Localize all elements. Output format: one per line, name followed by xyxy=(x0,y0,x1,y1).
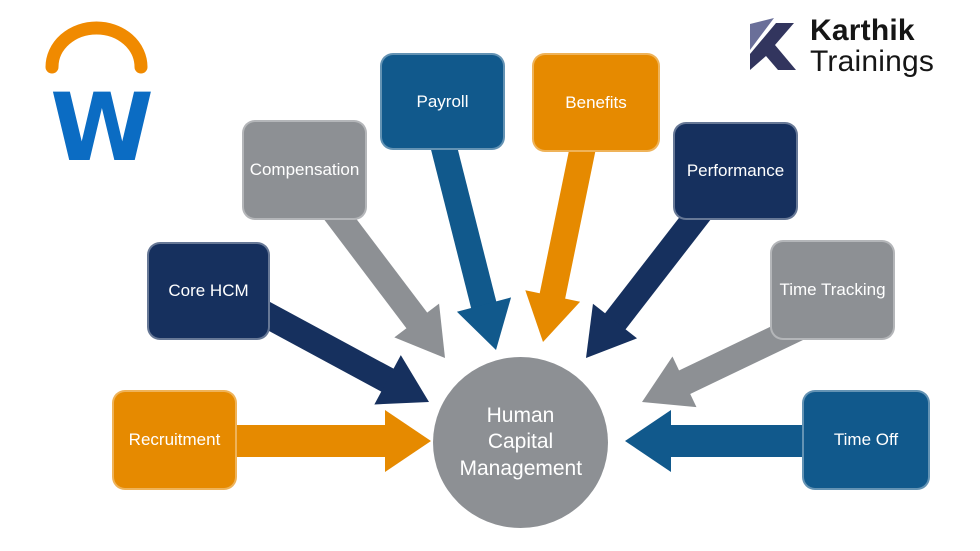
arrow-time-off xyxy=(625,410,810,472)
module-box-recruitment: Recruitment xyxy=(112,390,237,490)
module-label-compensation: Compensation xyxy=(249,160,360,179)
karthik-k-icon xyxy=(750,18,796,70)
hcm-center-circle: Human Capital Management xyxy=(433,357,608,528)
karthik-logo-text: Karthik Trainings xyxy=(810,15,934,77)
module-label-payroll: Payroll xyxy=(416,91,469,111)
karthik-name: Karthik xyxy=(810,14,915,47)
arrow-core-hcm xyxy=(243,294,429,405)
hcm-center-label: Human Capital Management xyxy=(459,404,583,480)
karthik-trainings: Trainings xyxy=(810,45,935,78)
module-label-recruitment: Recruitment xyxy=(128,430,221,449)
arrow-time-tracking xyxy=(642,315,806,408)
module-box-benefits: Benefits xyxy=(532,53,660,152)
arrow-recruitment xyxy=(230,410,431,472)
module-box-time-off: Time Off xyxy=(802,390,930,490)
workday-logo-graphic: W xyxy=(45,21,154,183)
karthik-trainings-logo: Karthik Trainings xyxy=(744,15,934,77)
module-box-payroll: Payroll xyxy=(380,53,505,150)
module-label-performance: Performance xyxy=(686,161,785,180)
module-box-time-tracking: Time Tracking xyxy=(770,240,895,340)
arrow-payroll xyxy=(429,136,512,350)
workday-w-letter: W xyxy=(50,74,154,169)
module-box-core-hcm: Core HCM xyxy=(147,242,270,340)
module-label-time-tracking: Time Tracking xyxy=(779,280,886,299)
module-box-compensation: Compensation xyxy=(242,120,367,220)
workday-logo: W xyxy=(32,14,182,183)
workday-arc-icon xyxy=(45,21,148,74)
arrow-benefits xyxy=(525,139,597,342)
module-box-performance: Performance xyxy=(673,122,798,220)
arrow-performance xyxy=(586,204,711,358)
karthik-k-icon-light-triangle xyxy=(750,18,774,50)
arrow-compensation xyxy=(317,195,445,358)
module-label-benefits: Benefits xyxy=(565,92,627,112)
module-label-core-hcm: Core HCM xyxy=(168,281,249,300)
karthik-k-icon-dark-shape xyxy=(750,23,796,70)
module-label-time-off: Time Off xyxy=(833,430,899,449)
